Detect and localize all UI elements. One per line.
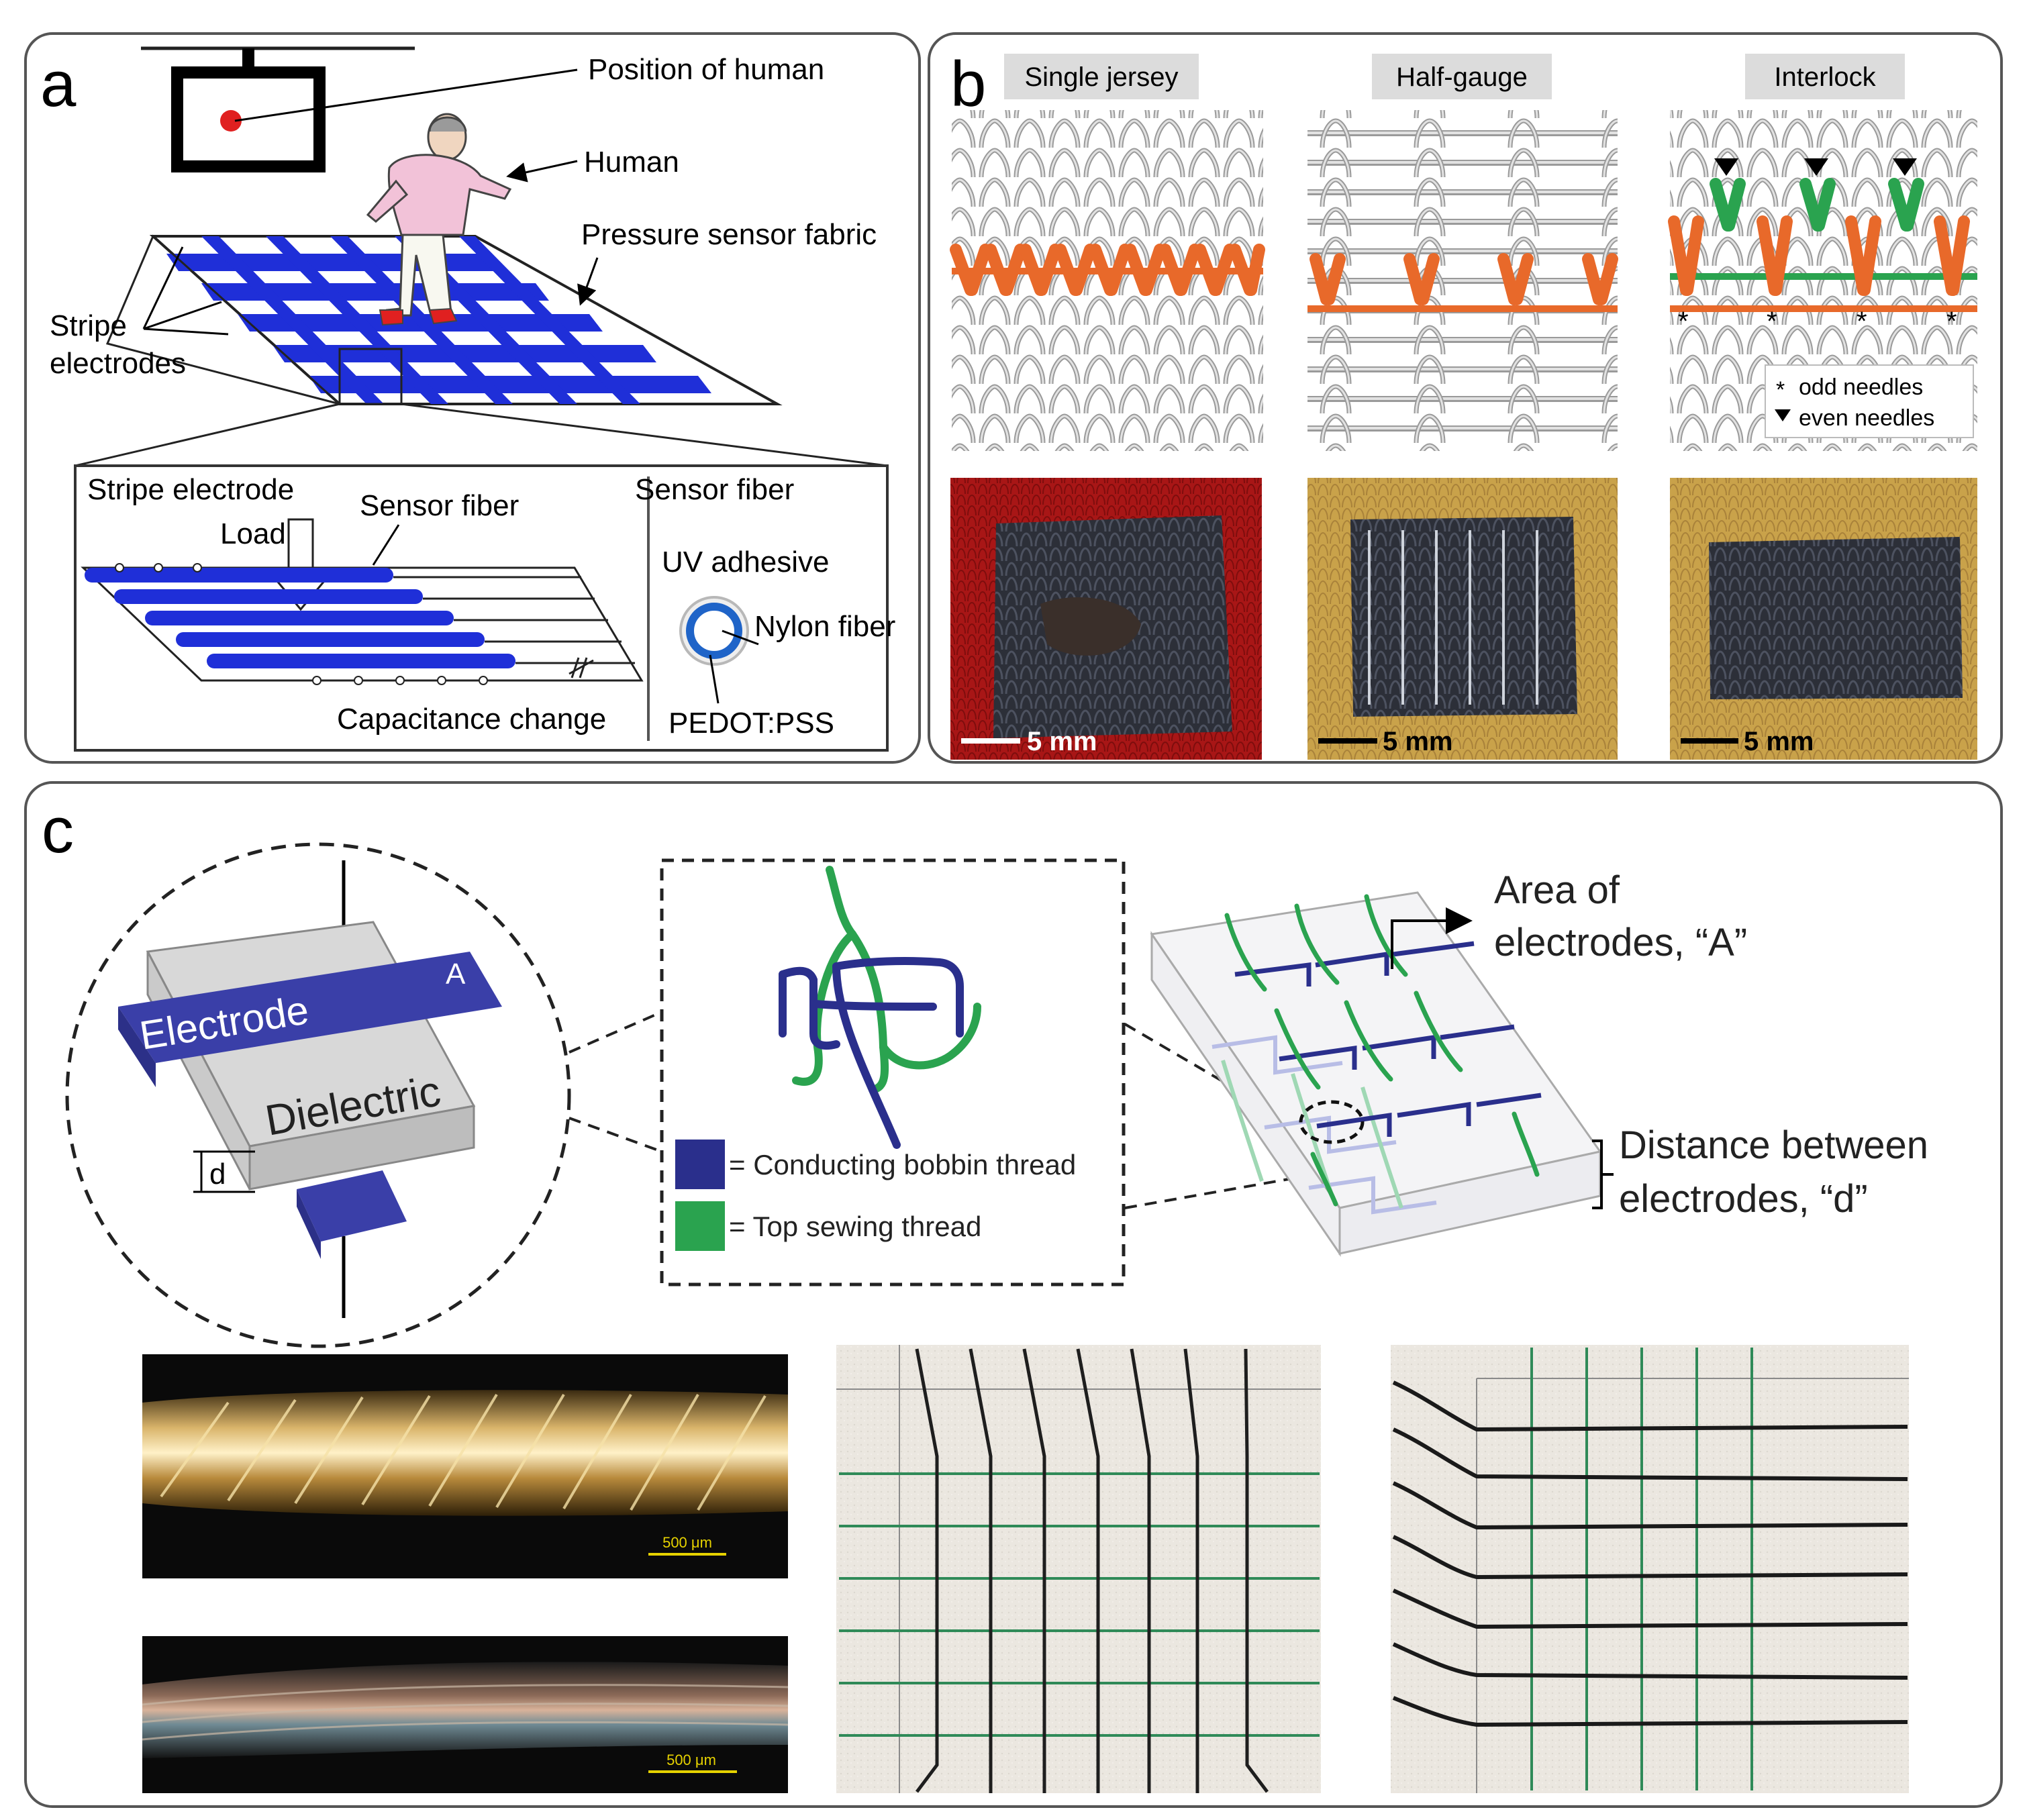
stitch-navy-thread [779, 957, 964, 1149]
scale-bar-top: 500 μm [662, 1534, 712, 1551]
capacitance-change-label: Capacitance change [337, 703, 606, 736]
human-figure [366, 113, 512, 326]
nylon-leader [722, 629, 759, 646]
title-bg-half-gauge [1372, 54, 1552, 99]
top-electrode-side [118, 1007, 156, 1087]
sensor-fiber-label: Sensor fiber [360, 489, 519, 522]
single-jersey-photo: 5 mm [950, 478, 1262, 760]
half-gauge-photo: 5 mm [1307, 478, 1618, 760]
stripe-electrodes-label-1: Stripe [50, 309, 127, 342]
stripe-electrode-label: Stripe electrode [87, 473, 294, 506]
stitch-highlight [1299, 1100, 1365, 1144]
stitched-fabric-photo-2 [1391, 1345, 1909, 1793]
legend-top-label: = Top sewing thread [729, 1211, 981, 1242]
area-label-2: electrodes, “A” [1494, 921, 1747, 964]
zoom-line-left [75, 403, 340, 467]
panel-b-letter: b [950, 48, 986, 120]
svg-text:*: * [1678, 307, 1689, 336]
odd-needles-label: odd needles [1799, 374, 1923, 400]
legend-swatch-conducting [675, 1140, 725, 1189]
sensor-fiber-leader [372, 524, 400, 566]
distance-label-2: electrodes, “d” [1619, 1177, 1868, 1221]
fiber-cross-section [679, 596, 749, 666]
even-needles-label: even needles [1799, 405, 1934, 431]
panel-a: a Position of human Stripe electrode [24, 32, 921, 764]
stitched-block [1150, 891, 1602, 1257]
stripe-electrodes-label-2: electrodes [50, 347, 186, 380]
thread-micrograph-top: 500 μm [142, 1354, 788, 1578]
inset-fiber-ends [115, 563, 488, 685]
human-label: Human [584, 146, 679, 179]
pedot-leader [709, 654, 720, 704]
panel-b: b Single jersey Half-gauge Interlock [928, 32, 2003, 764]
inset-fabric-plane [81, 566, 644, 682]
area-pointer [1391, 907, 1473, 969]
connector-top [568, 1011, 662, 1054]
scale-single-jersey: 5 mm [1027, 727, 1097, 756]
sensor-fiber-inset-label: Sensor fiber [635, 473, 794, 506]
zoom-region [338, 348, 403, 405]
uv-adhesive-label: UV adhesive [662, 546, 829, 578]
panel-c: c Electrode A Dielectric d [24, 781, 2003, 1808]
panel-a-letter: a [40, 48, 77, 120]
panel-c-letter: c [42, 795, 74, 866]
even-needle-mark [1775, 409, 1791, 421]
fabric-wedge [105, 234, 341, 405]
scale-half-gauge: 5 mm [1383, 727, 1453, 756]
area-label-1: Area of [1494, 868, 1620, 912]
area-marker: A [446, 958, 466, 991]
human-leader [506, 160, 578, 183]
stitched-fabric-photo-1 [836, 1345, 1321, 1793]
interlock-diagram: * * * * * odd needles even needles [1668, 110, 1977, 451]
svg-text:*: * [1767, 307, 1777, 336]
needle-legend [1765, 364, 1974, 438]
stripe-leader-1 [142, 246, 184, 330]
top-electrode [118, 952, 502, 1063]
svg-text:*: * [1857, 307, 1867, 336]
title-interlock: Interlock [1774, 62, 1876, 92]
scale-bar-bottom: 500 μm [666, 1752, 716, 1768]
title-single-jersey: Single jersey [1024, 62, 1178, 92]
svg-text:*: * [1946, 307, 1957, 336]
interlock-photo: 5 mm [1670, 478, 1977, 760]
position-of-human-label: Position of human [588, 53, 824, 86]
capacitor-symbol [568, 657, 594, 678]
half-gauge-diagram [1307, 110, 1618, 451]
thread-micrograph-bottom: 500 μm [142, 1636, 789, 1793]
pedot-pss-label: PEDOT:PSS [669, 707, 834, 740]
inset-box [74, 464, 889, 752]
magnify-circle [65, 842, 571, 1348]
distance-label-1: Distance between [1619, 1123, 1928, 1167]
distance-marker-lines [193, 1150, 255, 1193]
load-label: Load [220, 517, 286, 550]
distance-bracket [1592, 1140, 1614, 1209]
odd-needle-mark: * [1776, 377, 1785, 403]
connector-bottom [568, 1117, 662, 1153]
inset-electrodes [85, 568, 515, 668]
legend-conducting-label: = Conducting bobbin thread [729, 1149, 1076, 1180]
distance-marker: d [209, 1158, 226, 1191]
bottom-electrode [297, 1170, 407, 1242]
connector-block-bottom [1124, 1169, 1339, 1209]
stripe-leader-2 [143, 301, 222, 330]
position-marker [220, 110, 242, 132]
position-leader [234, 68, 578, 122]
bottom-electrode-side [297, 1189, 321, 1259]
title-half-gauge: Half-gauge [1396, 62, 1528, 92]
nylon-fiber-label: Nylon fiber [754, 610, 895, 643]
stripe-leader-3 [143, 327, 229, 336]
stitch-detail-box [660, 858, 1126, 1286]
legend-swatch-top [675, 1201, 725, 1251]
single-jersey-diagram [950, 110, 1265, 451]
fabric-leader [577, 257, 599, 306]
zoom-line-right [401, 403, 888, 467]
inset-fibers [393, 576, 635, 664]
scale-interlock: 5 mm [1744, 727, 1814, 756]
title-bg-interlock [1745, 54, 1905, 99]
pressure-sensor-fabric-label: Pressure sensor fabric [581, 218, 877, 251]
title-bg-single-jersey [1004, 54, 1199, 99]
